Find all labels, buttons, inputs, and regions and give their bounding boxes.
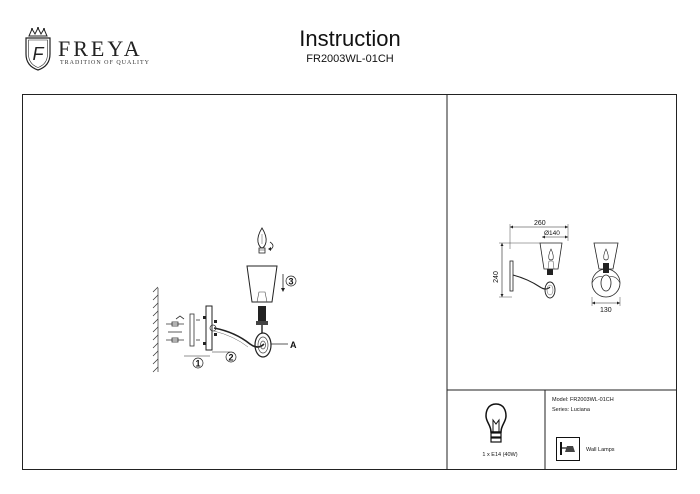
model-number: FR2003WL-01CH (306, 53, 394, 65)
drawing-frame (22, 94, 677, 470)
mounting-bracket (189, 313, 195, 347)
bulb-icon (485, 403, 507, 443)
dimension-width: 260 (534, 220, 546, 227)
crest-monogram: F (33, 44, 45, 64)
wall-lamp-icon (556, 437, 580, 461)
dimension-height: 240 (493, 271, 500, 283)
backplate (205, 305, 213, 351)
step-label-1: 1 (192, 357, 204, 369)
dimension-shade-diameter: Ø140 (544, 230, 560, 237)
series-line: Series: Luciana (552, 407, 590, 413)
assembly-diagram: 1 2 3 A (152, 227, 297, 373)
brand-name: FREYA (58, 36, 143, 61)
model-line: Model: FR2003WL-01CH (552, 397, 614, 403)
svg-text:2: 2 (228, 353, 233, 363)
dimension-drawing: 260 Ø140 240 130 (493, 220, 621, 314)
freya-crest-logo: F (25, 26, 51, 71)
brand-tagline: TRADITION OF QUALITY (60, 60, 150, 66)
lamp-socket (258, 306, 266, 324)
bulb-spec: 1 x E14 (40W) (482, 452, 518, 458)
part-label-a: A (290, 340, 297, 350)
dimension-depth: 130 (600, 307, 612, 314)
svg-text:1: 1 (195, 359, 200, 369)
screws (166, 315, 185, 343)
lamp-shade (246, 265, 278, 303)
step-label-2: 2 (225, 351, 237, 363)
category-label: Wall Lamps (586, 447, 615, 453)
page-title: Instruction (299, 26, 401, 51)
svg-text:3: 3 (288, 277, 293, 287)
step-label-3: 3 (285, 275, 297, 287)
decorative-medallion (254, 332, 272, 358)
wall-hatching (152, 286, 159, 373)
